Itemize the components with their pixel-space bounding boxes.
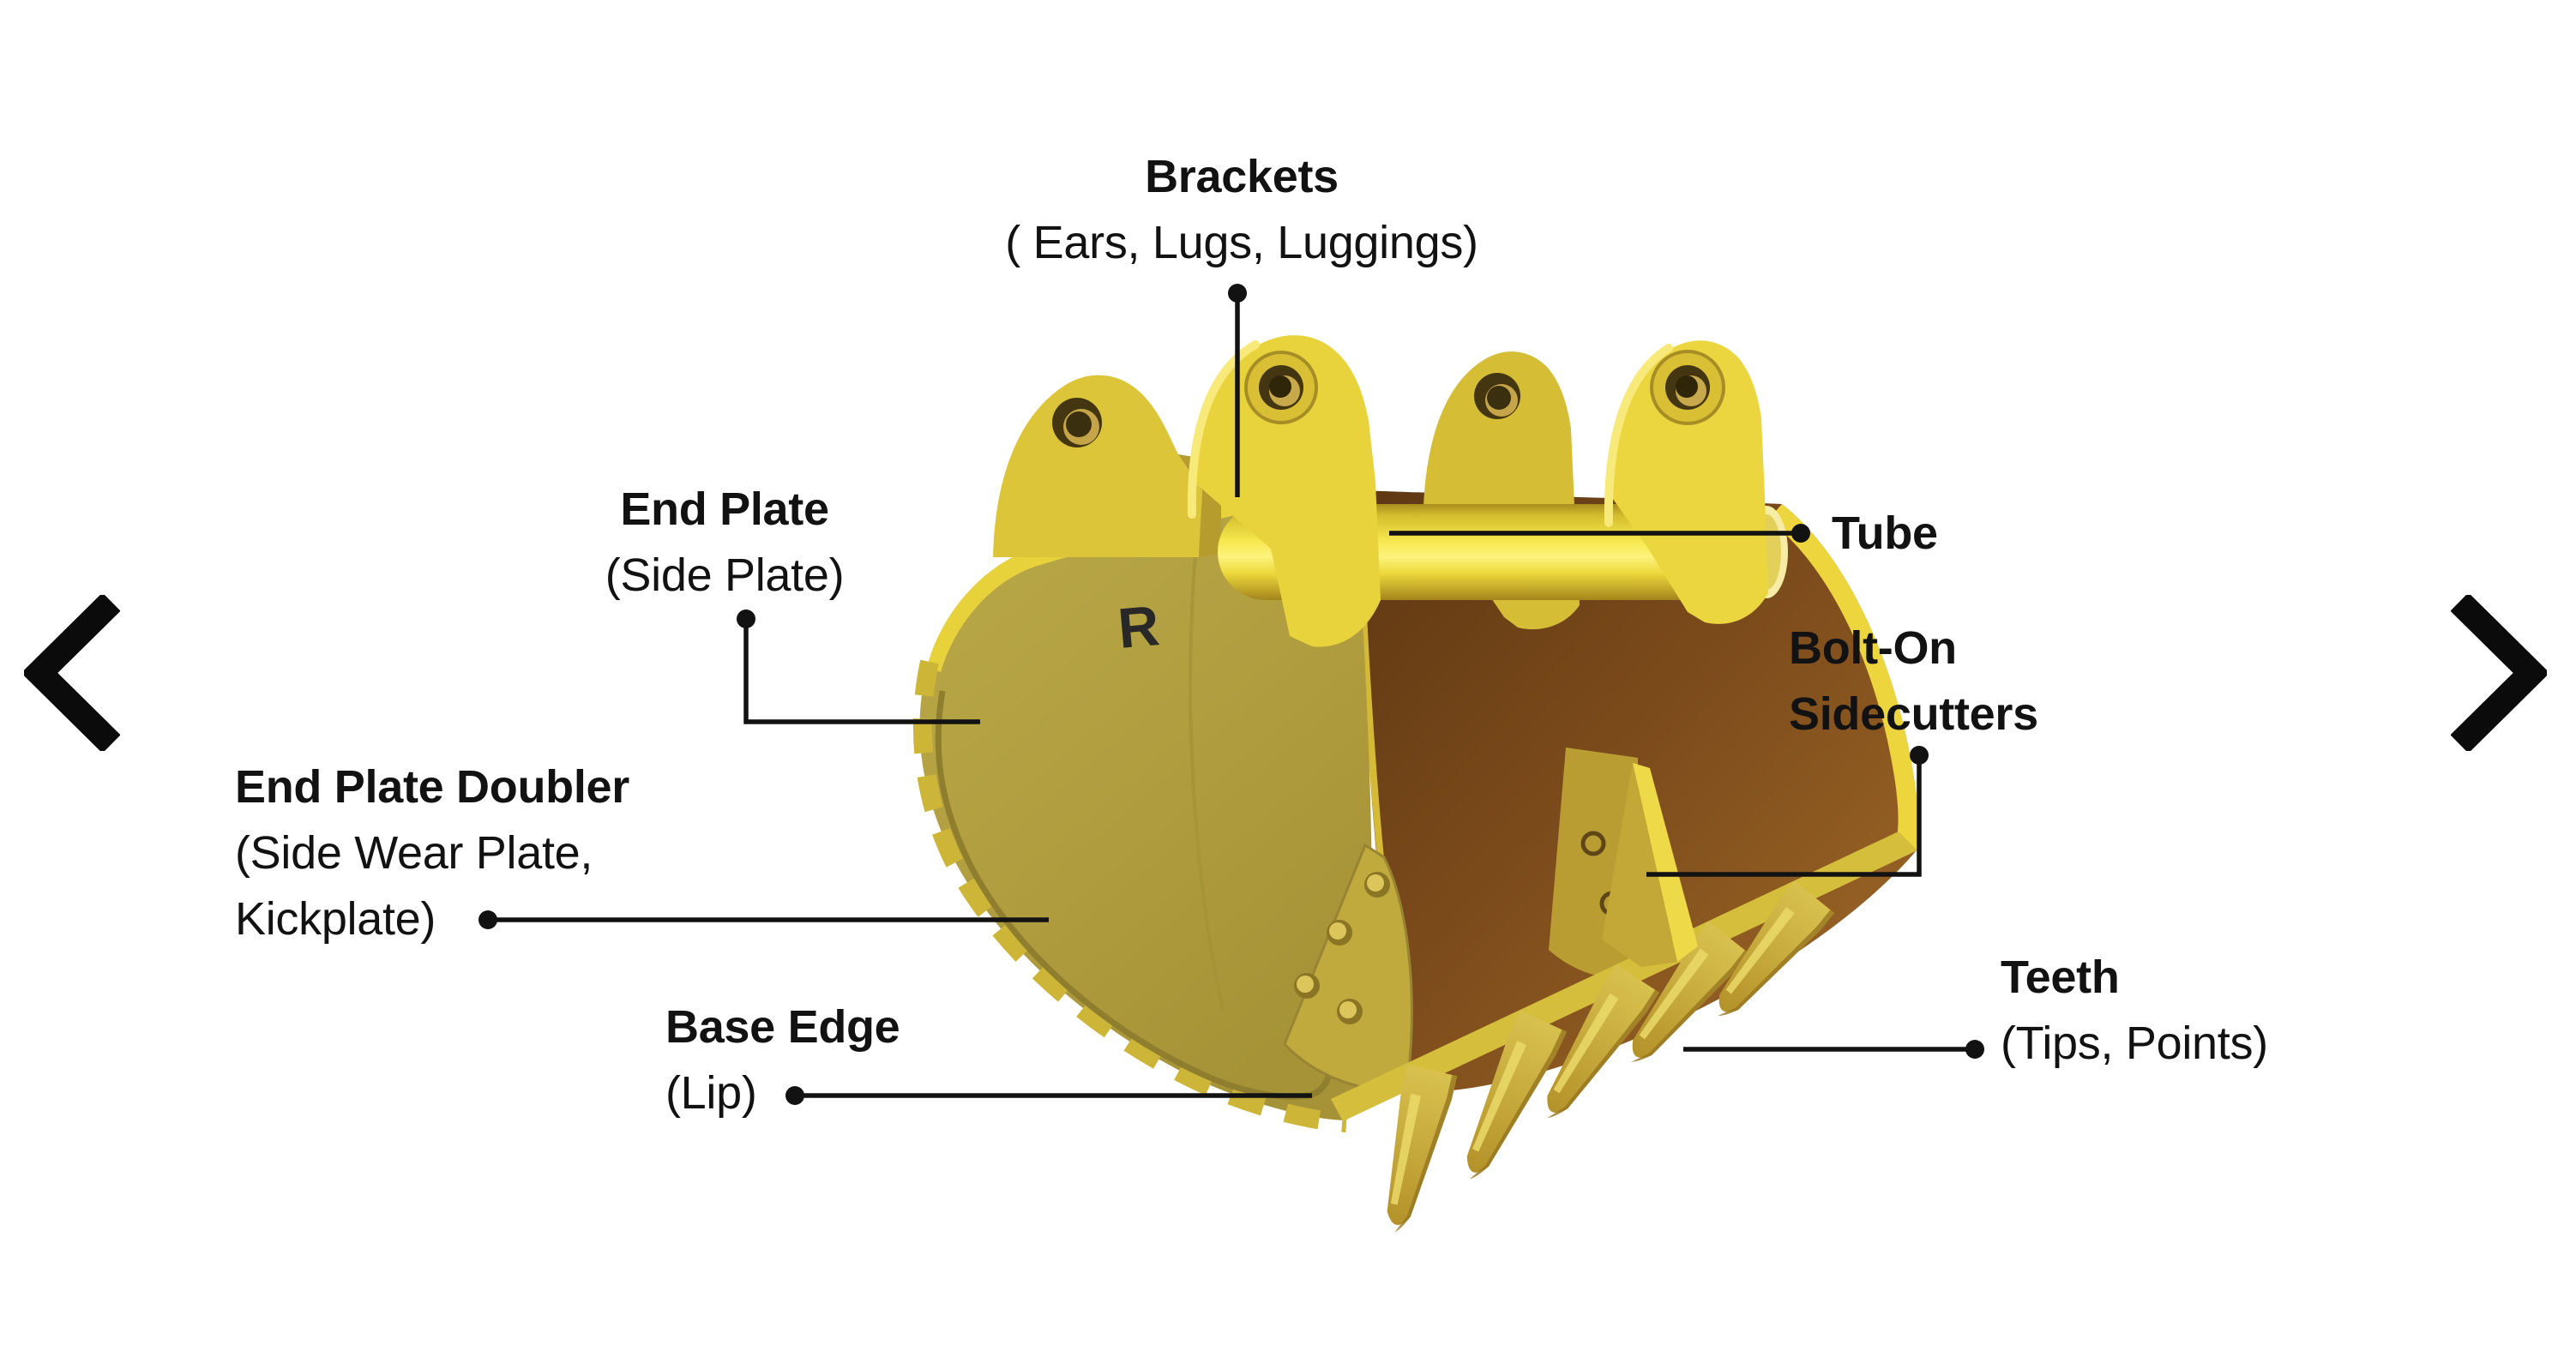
right-end-plate-edge xyxy=(1768,504,1919,850)
label-end-plate: End Plate (Side Plate) xyxy=(523,477,926,609)
bracket-front-left xyxy=(1187,335,1381,647)
label-base-edge-name: Base Edge xyxy=(665,1001,900,1053)
leader-bolt-on-sidecutters xyxy=(1646,755,1922,877)
gusset-bolts xyxy=(1294,872,1390,1024)
corner-gusset xyxy=(1283,843,1413,1090)
label-brackets-name: Brackets xyxy=(1145,151,1339,202)
leader-lines xyxy=(488,293,1975,1098)
previous-button[interactable] xyxy=(24,595,120,751)
sidecutter-shape xyxy=(1602,763,1698,967)
chevron-right-icon xyxy=(2451,595,2547,751)
label-end-plate-name: End Plate xyxy=(620,483,829,535)
brand-logo: R xyxy=(1116,593,1162,660)
label-bolt-on-sidecutters: Bolt-On Sidecutters xyxy=(1789,615,2038,748)
leader-dots xyxy=(478,284,1984,1105)
label-base-edge: Base Edge (Lip) xyxy=(665,994,900,1126)
label-end-plate-doubler-alias2: Kickplate) xyxy=(235,893,436,945)
label-end-plate-doubler-alias: (Side Wear Plate, xyxy=(235,827,593,879)
label-teeth-alias: (Tips, Points) xyxy=(2001,1018,2268,1069)
label-tube-name: Tube xyxy=(1832,507,1938,559)
label-bolt-on-name: Bolt-On xyxy=(1789,622,1957,674)
label-end-plate-doubler-name: End Plate Doubler xyxy=(235,761,629,813)
leader-end-plate xyxy=(743,619,980,724)
label-teeth-name: Teeth xyxy=(2001,952,2120,1003)
bracket-rear-left xyxy=(993,375,1221,557)
label-sidecutters-name: Sidecutters xyxy=(1789,688,2038,740)
bracket-front-right xyxy=(1604,340,1768,624)
end-plate-doubler-segments xyxy=(912,659,1347,1132)
label-brackets-alias: ( Ears, Lugs, Luggings) xyxy=(1005,217,1478,268)
label-tube: Tube xyxy=(1832,501,1938,567)
label-base-edge-alias: (Lip) xyxy=(665,1067,757,1119)
next-button[interactable] xyxy=(2451,595,2547,751)
label-end-plate-doubler: End Plate Doubler (Side Wear Plate, Kick… xyxy=(235,754,629,952)
label-end-plate-alias: (Side Plate) xyxy=(605,549,845,601)
chevron-left-icon xyxy=(24,595,120,751)
label-brackets: Brackets ( Ears, Lugs, Luggings) xyxy=(873,144,1610,276)
label-teeth: Teeth (Tips, Points) xyxy=(2001,945,2268,1077)
teeth-group xyxy=(1371,880,1835,1233)
